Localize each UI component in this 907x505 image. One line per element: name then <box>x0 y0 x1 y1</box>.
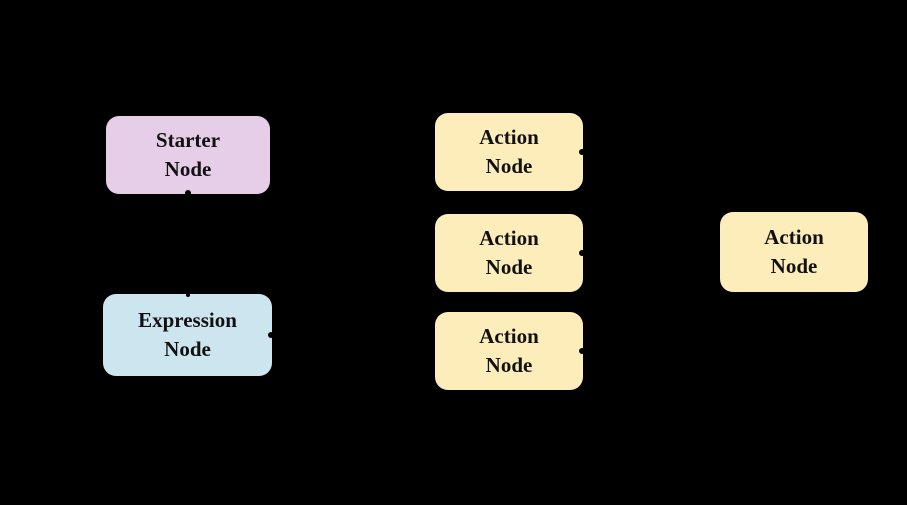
action-node-4: Action Node <box>720 212 868 292</box>
action-node-label: Action Node <box>764 225 824 278</box>
connection-handle-right-icon <box>579 149 585 155</box>
expression-node-label: Expression Node <box>138 308 237 361</box>
action-node-label: Action Node <box>479 226 539 279</box>
action-node-1: Action Node <box>435 113 585 191</box>
starter-node: Starter Node <box>106 116 270 196</box>
starter-node-label: Starter Node <box>155 128 221 181</box>
connection-handle-right-icon <box>579 348 585 354</box>
action-node-3: Action Node <box>435 312 585 390</box>
action-node-2: Action Node <box>435 214 585 292</box>
action-node-label: Action Node <box>479 125 539 178</box>
connection-handle-top-icon <box>185 293 190 297</box>
action-node-label: Action Node <box>479 324 539 377</box>
expression-node: Expression Node <box>103 293 274 376</box>
connection-handle-bottom-icon <box>185 190 191 196</box>
connection-handle-right-icon <box>579 250 585 256</box>
connection-handle-right-icon <box>268 332 274 338</box>
